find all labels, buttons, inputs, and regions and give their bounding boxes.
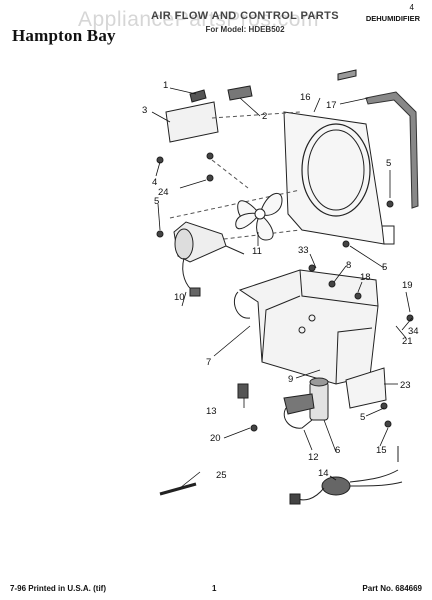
callout-1: 1 (163, 80, 168, 91)
callout-6: 6 (335, 445, 340, 456)
switch-drawing (237, 383, 249, 399)
callout-5b: 5 (386, 158, 391, 169)
part-number: Part No. 684669 (362, 584, 422, 593)
callout-5a: 5 (154, 196, 159, 207)
part-callouts: 1 2 3 4 5 5 5 5 6 7 8 9 10 11 12 13 14 1… (142, 80, 419, 481)
watermark-text: AppliancePartsPros.com (78, 8, 319, 31)
callout-33: 33 (298, 245, 309, 256)
callout-18: 18 (360, 272, 371, 283)
callout-17: 17 (326, 100, 337, 111)
callout-23: 23 (400, 380, 411, 391)
side-bracket-drawing (345, 367, 387, 409)
page-title: AIR FLOW AND CONTROL PARTS (150, 10, 340, 22)
callout-20: 20 (210, 433, 221, 444)
callout-21: 21 (402, 336, 413, 347)
rod-drawing (159, 482, 197, 496)
callout-10: 10 (174, 292, 185, 303)
callout-9: 9 (288, 374, 293, 385)
leader-lines (151, 87, 413, 489)
callout-5c: 5 (382, 262, 387, 273)
callout-4: 4 (152, 177, 157, 188)
power-cord-drawing (289, 446, 403, 505)
callout-11: 11 (252, 246, 262, 257)
print-info: 7-96 Printed in U.S.A. (tif) (10, 584, 107, 593)
callout-7: 7 (206, 357, 211, 368)
callout-15: 15 (376, 445, 387, 456)
callout-12: 12 (308, 452, 319, 463)
fan-shroud-drawing (283, 111, 395, 245)
callout-19: 19 (402, 280, 413, 291)
callout-8: 8 (346, 260, 351, 271)
corner-mark: 4 (409, 3, 414, 12)
fan-blade-drawing (235, 192, 283, 241)
document-type: DEHUMIDIFIER (365, 14, 420, 23)
base-pan-drawing (234, 269, 379, 385)
callout-34: 34 (408, 326, 419, 337)
callout-3: 3 (142, 105, 147, 116)
callout-14: 14 (318, 468, 329, 479)
callout-13: 13 (206, 406, 217, 417)
callout-24: 24 (158, 187, 169, 198)
callout-16: 16 (300, 92, 311, 103)
model-subtitle: For Model: HDEB502 (205, 25, 285, 34)
fan-motor-drawing (173, 221, 245, 297)
insulation-strip-drawing (337, 69, 419, 209)
brand-logo: Hampton Bay (12, 26, 116, 45)
capacitor-drawing (283, 377, 329, 429)
page-number: 1 (212, 584, 217, 593)
callout-25: 25 (216, 470, 227, 481)
callout-5d: 5 (360, 412, 365, 423)
callout-2: 2 (262, 111, 267, 122)
control-bracket-drawing (165, 85, 253, 143)
